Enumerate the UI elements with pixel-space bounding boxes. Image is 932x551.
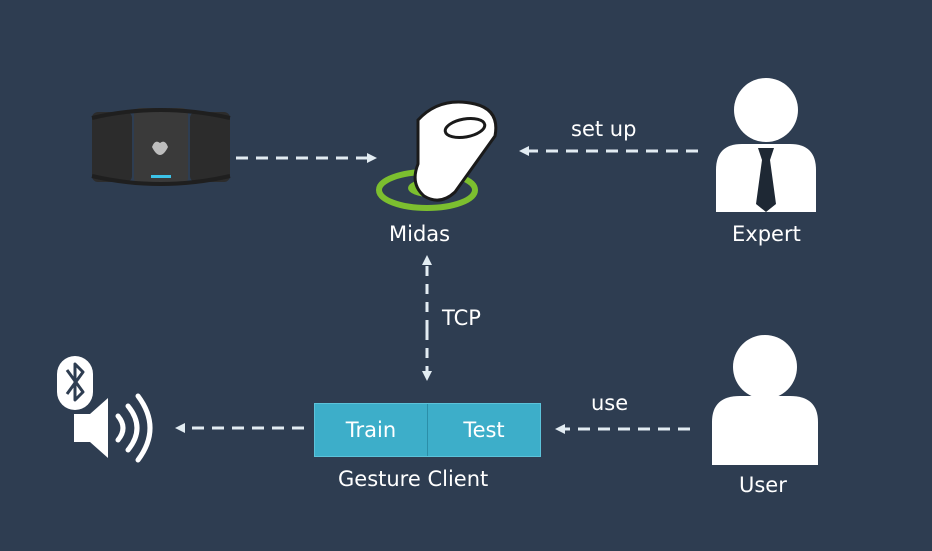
- train-button[interactable]: Train: [345, 418, 397, 442]
- user-label: User: [739, 473, 787, 497]
- expert-person-icon: [716, 78, 816, 212]
- finger-touch-icon: [376, 100, 498, 211]
- expert-label: Expert: [732, 222, 801, 246]
- gesture-client-label: Gesture Client: [338, 467, 489, 491]
- myo-armband-icon: [91, 108, 231, 186]
- bluetooth-icon: [57, 356, 93, 410]
- user-person-icon: [712, 335, 818, 465]
- midas-label: Midas: [389, 222, 451, 246]
- gesture-client-buttons: Train Test: [314, 403, 541, 457]
- tcp-edge-label: TCP: [442, 306, 481, 330]
- use-edge-label: use: [591, 391, 629, 415]
- test-button[interactable]: Test: [427, 404, 540, 456]
- setup-edge-label: set up: [571, 117, 637, 141]
- speaker-icon: [74, 393, 153, 463]
